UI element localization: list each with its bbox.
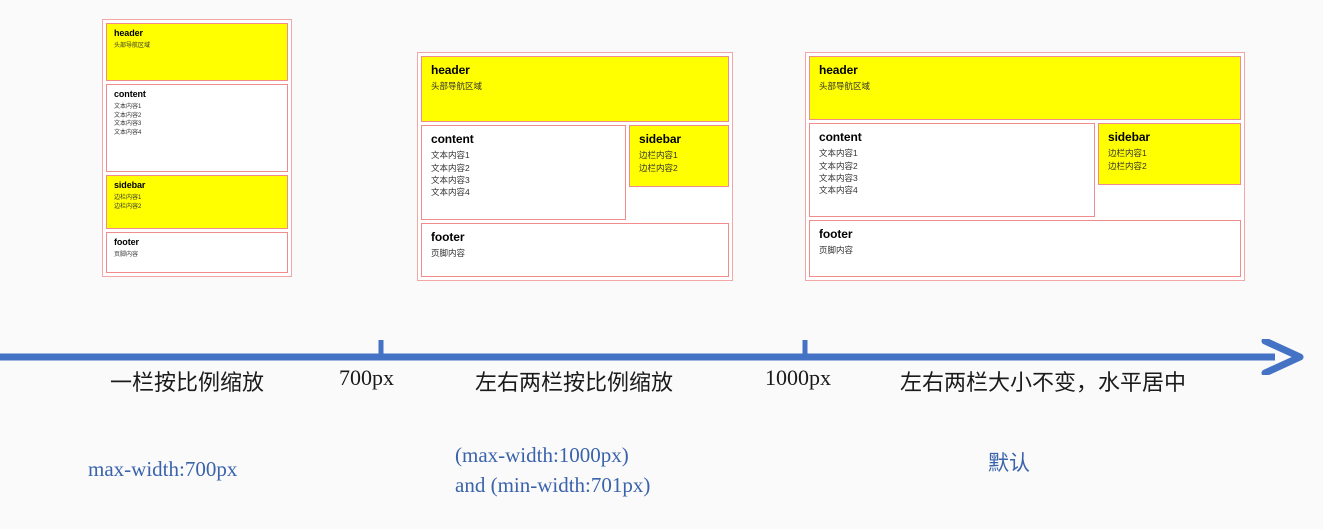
mock2-content-line-4: 文本内容4 (431, 187, 470, 198)
mock2-footer-block: footer 页脚内容 (421, 223, 729, 277)
mock3-content-line-2: 文本内容2 (819, 160, 858, 171)
mock3-content-title: content (819, 130, 862, 144)
layout-mock-single-column: header 头部导航区域 content 文本内容1 文本内容2 文本内容3 … (102, 19, 292, 277)
mock2-sidebar-column: sidebar 边栏内容1 边栏内容2 (629, 125, 729, 220)
layout-mock-two-column-fixed: header 头部导航区域 content 文本内容1 文本内容2 文本内容3 … (805, 52, 1245, 281)
mock3-sidebar-line-2: 边栏内容2 (1108, 160, 1147, 171)
mock3-footer-line-1: 页脚内容 (819, 245, 854, 256)
mock3-sidebar-column: sidebar 边栏内容1 边栏内容2 (1098, 123, 1241, 217)
mock1-content-title: content (114, 89, 146, 99)
mock3-sidebar-line-1: 边栏内容1 (1108, 148, 1147, 159)
mock3-content-line-3: 文本内容3 (819, 172, 858, 183)
mock2-header-line-1: 头部导航区域 (431, 81, 483, 92)
mock1-footer-block: footer 页脚内容 (106, 232, 288, 273)
mock2-content-line-3: 文本内容3 (431, 174, 470, 185)
mock2-middle-row: content 文本内容1 文本内容2 文本内容3 文本内容4 sidebar … (421, 125, 729, 220)
mock3-content-line-4: 文本内容4 (819, 185, 858, 196)
timeline-segment-label-2: 左右两栏按比例缩放 (475, 371, 674, 396)
mock1-header-block: header 头部导航区域 (106, 23, 288, 81)
mock1-header-line-1: 头部导航区域 (114, 42, 151, 49)
timeline-breakpoint-label-1000: 1000px (765, 365, 831, 390)
timeline-breakpoint-label-700: 700px (339, 365, 394, 390)
mock1-sidebar-block: sidebar 边栏内容1 边栏内容2 (106, 175, 288, 229)
mock3-sidebar-title: sidebar (1108, 130, 1150, 144)
mock2-sidebar-title: sidebar (639, 132, 681, 146)
mock1-sidebar-line-2: 边栏内容2 (114, 203, 142, 210)
mock3-header-title: header (819, 63, 858, 77)
mock2-content-line-1: 文本内容1 (431, 150, 470, 161)
mock2-header-block: header 头部导航区域 (421, 56, 729, 122)
media-query-annotation-2-line-1: (max-width:1000px) (455, 443, 629, 467)
timeline-arrowhead-icon (1261, 339, 1304, 375)
timeline-segment-label-3: 左右两栏大小不变，水平居中 (900, 371, 1187, 396)
mock3-footer-block: footer 页脚内容 (809, 220, 1241, 277)
mock1-footer-line-1: 页脚内容 (114, 251, 139, 258)
mock2-footer-title: footer (431, 230, 465, 244)
mock2-footer-line-1: 页脚内容 (431, 248, 466, 259)
layout-mock-two-column-fluid: header 头部导航区域 content 文本内容1 文本内容2 文本内容3 … (417, 52, 733, 281)
mock2-content-title: content (431, 132, 474, 146)
mock1-footer-title: footer (114, 237, 139, 247)
mock3-sidebar-block: sidebar 边栏内容1 边栏内容2 (1098, 123, 1241, 185)
mock2-header-title: header (431, 63, 470, 77)
mock1-content-line-2: 文本内容2 (114, 112, 142, 119)
mock1-content-line-3: 文本内容3 (114, 121, 142, 128)
mock2-sidebar-line-2: 边栏内容2 (639, 162, 678, 173)
timeline-segment-label-1: 一栏按比例缩放 (110, 371, 265, 396)
mock3-middle-row: content 文本内容1 文本内容2 文本内容3 文本内容4 sidebar … (809, 123, 1241, 217)
mock3-content-block: content 文本内容1 文本内容2 文本内容3 文本内容4 (809, 123, 1095, 217)
mock1-header-title: header (114, 28, 143, 38)
media-query-annotation-1: max-width:700px (88, 457, 238, 481)
mock2-sidebar-line-1: 边栏内容1 (639, 150, 678, 161)
mock2-content-line-2: 文本内容2 (431, 162, 470, 173)
breakpoint-timeline-arrow (0, 339, 1304, 375)
mock3-footer-title: footer (819, 227, 853, 241)
mock3-content-line-1: 文本内容1 (819, 148, 858, 159)
mock1-content-line-4: 文本内容4 (114, 129, 142, 136)
mock1-content-block: content 文本内容1 文本内容2 文本内容3 文本内容4 (106, 84, 288, 172)
media-query-annotation-2: (max-width:1000px) and (min-width:701px) (455, 441, 650, 501)
mock3-header-block: header 头部导航区域 (809, 56, 1241, 120)
media-query-annotation-2-line-2: and (min-width:701px) (455, 472, 651, 497)
mock1-sidebar-line-1: 边栏内容1 (114, 194, 142, 201)
mock1-sidebar-title: sidebar (114, 180, 146, 190)
mock2-content-block: content 文本内容1 文本内容2 文本内容3 文本内容4 (421, 125, 626, 220)
mock2-sidebar-block: sidebar 边栏内容1 边栏内容2 (629, 125, 729, 187)
media-query-annotation-3: 默认 (988, 451, 1030, 475)
mock3-header-line-1: 头部导航区域 (819, 81, 871, 92)
mock1-content-line-1: 文本内容1 (114, 103, 142, 110)
